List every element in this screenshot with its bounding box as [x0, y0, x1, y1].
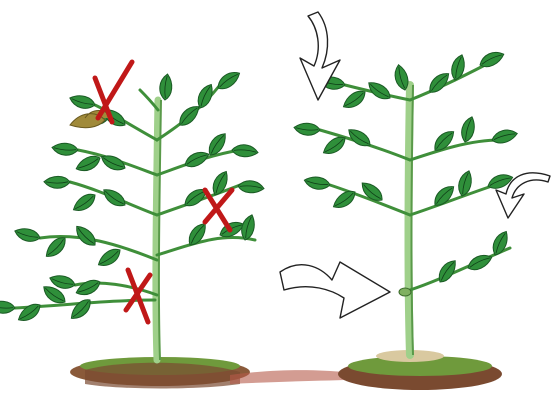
left-plant-branches: [15, 85, 255, 308]
right-plant: [280, 12, 550, 355]
prune-stub: [399, 288, 411, 296]
ground-right: [338, 350, 502, 390]
curved-arrow-bottom-left: [280, 262, 390, 318]
cross-mark-middle: [205, 190, 232, 230]
left-plant: [0, 62, 265, 360]
cross-mark-bottom: [126, 270, 150, 322]
right-plant-stem: [409, 85, 411, 355]
